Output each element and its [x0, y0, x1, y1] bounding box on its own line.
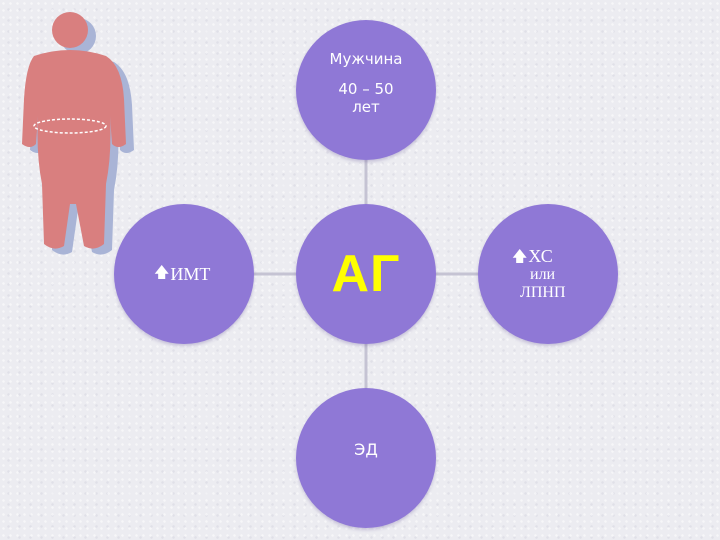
node-right-line2: или — [530, 266, 556, 283]
node-left: 🡅 ИМТ — [114, 204, 254, 344]
waist-measure-icon — [33, 118, 107, 134]
node-right-label1: ХС — [528, 246, 553, 266]
node-right: 🡅 ХС или ЛПНП — [478, 204, 618, 344]
overweight-man-silhouette-icon — [22, 12, 134, 255]
node-left-label: ИМТ — [170, 263, 211, 284]
node-top-line2: 40 – 50 — [338, 80, 394, 98]
node-right-line1: 🡅 ХС — [512, 246, 553, 266]
node-top-line1: Мужчина — [329, 50, 403, 68]
up-arrow-icon: 🡅 — [154, 262, 170, 281]
node-right-line3: ЛПНП — [520, 284, 566, 301]
node-top: Мужчина 40 – 50 лет — [296, 20, 436, 160]
up-arrow-icon: 🡅 — [512, 247, 528, 265]
node-left-text: 🡅 ИМТ — [114, 262, 210, 287]
node-top-line3: лет — [352, 98, 380, 116]
node-bottom: ЭД — [296, 388, 436, 528]
node-center-label: АГ — [331, 245, 401, 303]
node-center: АГ — [296, 204, 436, 344]
node-bottom-label: ЭД — [354, 439, 378, 459]
